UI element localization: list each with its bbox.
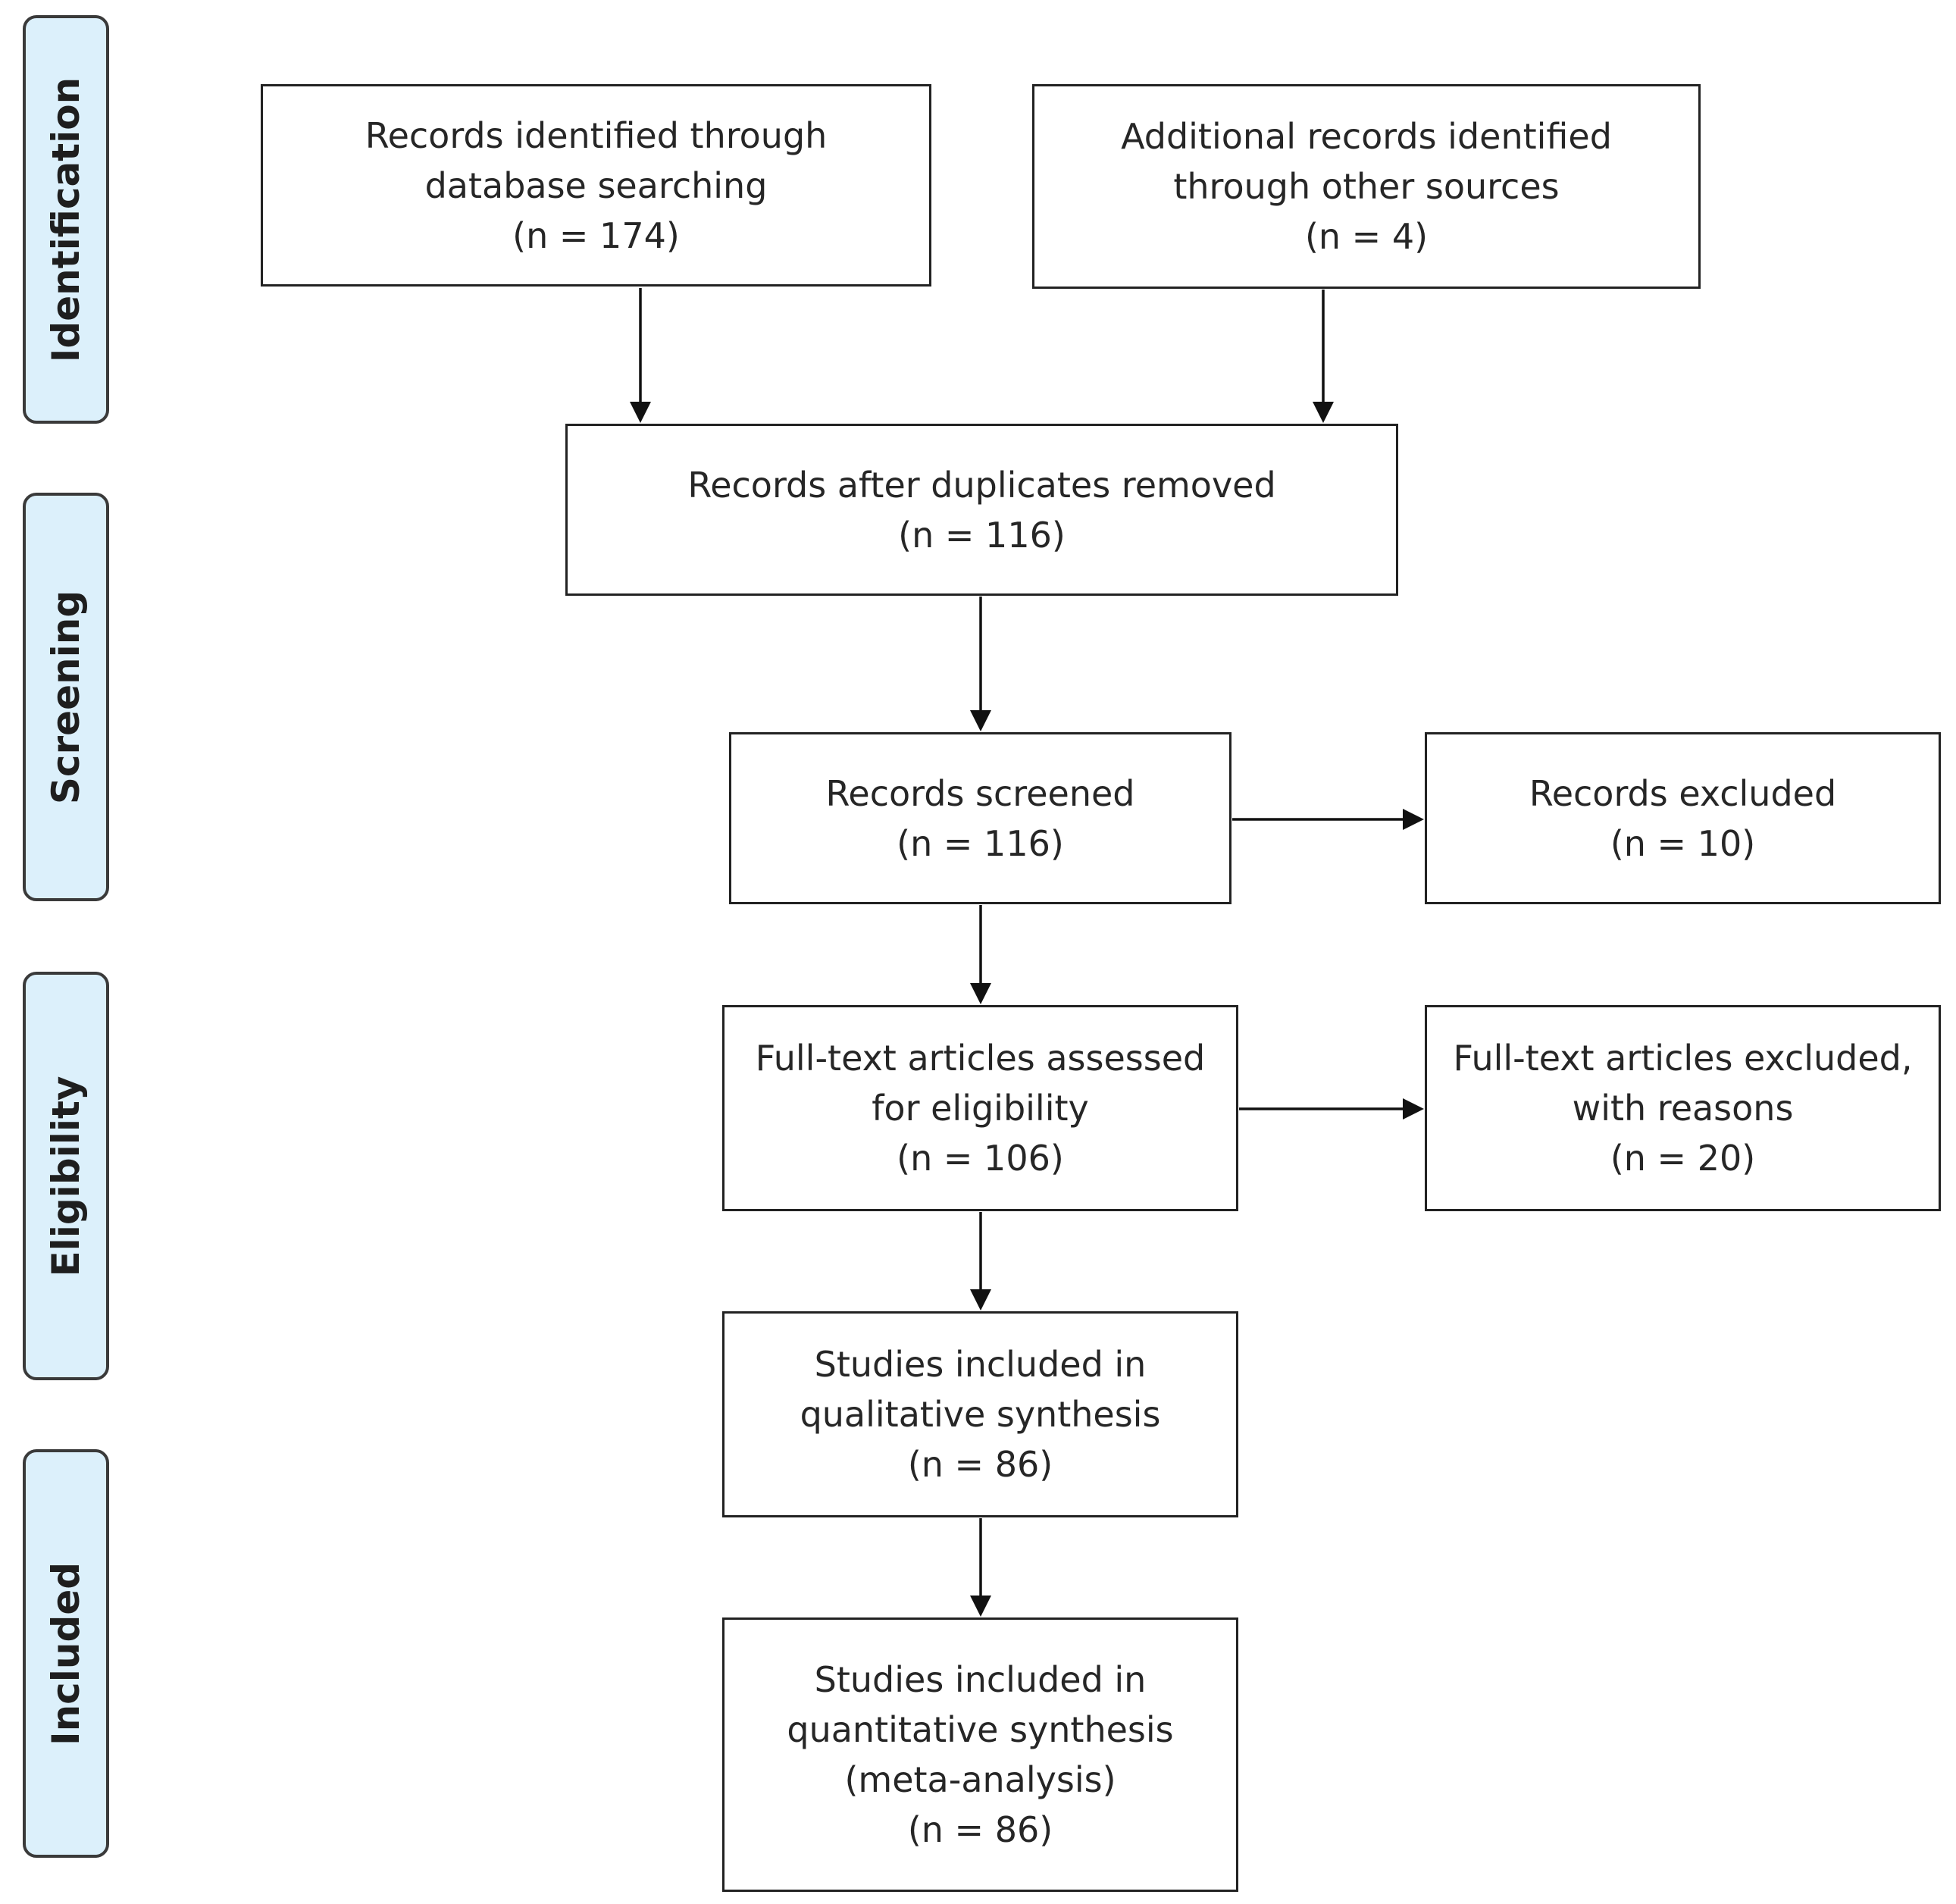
records-excluded-count: (n = 10) [1610, 822, 1756, 864]
arrowhead-fulltext-to-excluded [1403, 1098, 1424, 1120]
arrowhead-dedup-to-screened [970, 710, 991, 731]
other-sources-line2: through other sources [1173, 166, 1560, 207]
records-screened-box: Records screened (n = 116) [729, 732, 1231, 904]
records-screened-line1: Records screened [825, 772, 1135, 814]
db-search-box: Records identified through database sear… [261, 84, 931, 287]
db-search-count: (n = 174) [512, 215, 680, 256]
qualitative-synthesis-box: Studies included in qualitative synthesi… [722, 1311, 1238, 1517]
quantitative-synthesis-box: Studies included in quantitative synthes… [722, 1617, 1238, 1892]
phase-eligibility: Eligibility [23, 972, 109, 1380]
db-search-line2: database searching [424, 164, 768, 206]
other-sources-box: Additional records identified through ot… [1032, 84, 1701, 289]
fulltext-assessed-line1: Full-text articles assessed [755, 1038, 1206, 1079]
phase-identification: Identification [23, 15, 109, 424]
after-duplicates-count: (n = 116) [898, 514, 1066, 556]
qualitative-count: (n = 86) [907, 1444, 1053, 1485]
records-screened-count: (n = 116) [897, 822, 1064, 864]
quantitative-line2: quantitative synthesis [787, 1709, 1174, 1750]
fulltext-excluded-line1: Full-text articles excluded, [1453, 1038, 1913, 1079]
qualitative-line2: qualitative synthesis [800, 1394, 1161, 1435]
other-sources-line1: Additional records identified [1121, 116, 1612, 157]
after-duplicates-box: Records after duplicates removed (n = 11… [565, 424, 1398, 596]
quantitative-line1: Studies included in [814, 1659, 1147, 1700]
fulltext-excluded-box: Full-text articles excluded, with reason… [1425, 1005, 1941, 1211]
arrowhead-screened-to-excluded [1403, 809, 1424, 830]
other-sources-count: (n = 4) [1304, 216, 1429, 257]
records-excluded-box: Records excluded (n = 10) [1425, 732, 1941, 904]
fulltext-assessed-box: Full-text articles assessed for eligibil… [722, 1005, 1238, 1211]
phase-included: Included [23, 1449, 109, 1858]
fulltext-assessed-count: (n = 106) [897, 1138, 1064, 1179]
records-excluded-line1: Records excluded [1529, 772, 1837, 814]
quantitative-line3: (meta-analysis) [844, 1759, 1116, 1800]
arrowhead-other-to-dedup [1313, 402, 1334, 423]
quantitative-count: (n = 86) [907, 1809, 1053, 1850]
arrowhead-qualitative-to-quantitative [970, 1596, 991, 1617]
qualitative-line1: Studies included in [814, 1344, 1147, 1385]
arrowhead-db-to-dedup [630, 402, 651, 423]
after-duplicates-line1: Records after duplicates removed [687, 464, 1276, 506]
fulltext-excluded-line2: with reasons [1572, 1088, 1794, 1129]
phase-screening: Screening [23, 493, 109, 901]
db-search-line1: Records identified through [365, 114, 828, 156]
fulltext-assessed-line2: for eligibility [872, 1088, 1089, 1129]
arrowhead-screened-to-fulltext [970, 983, 991, 1004]
fulltext-excluded-count: (n = 20) [1610, 1138, 1756, 1179]
arrowhead-fulltext-to-qualitative [970, 1289, 991, 1311]
